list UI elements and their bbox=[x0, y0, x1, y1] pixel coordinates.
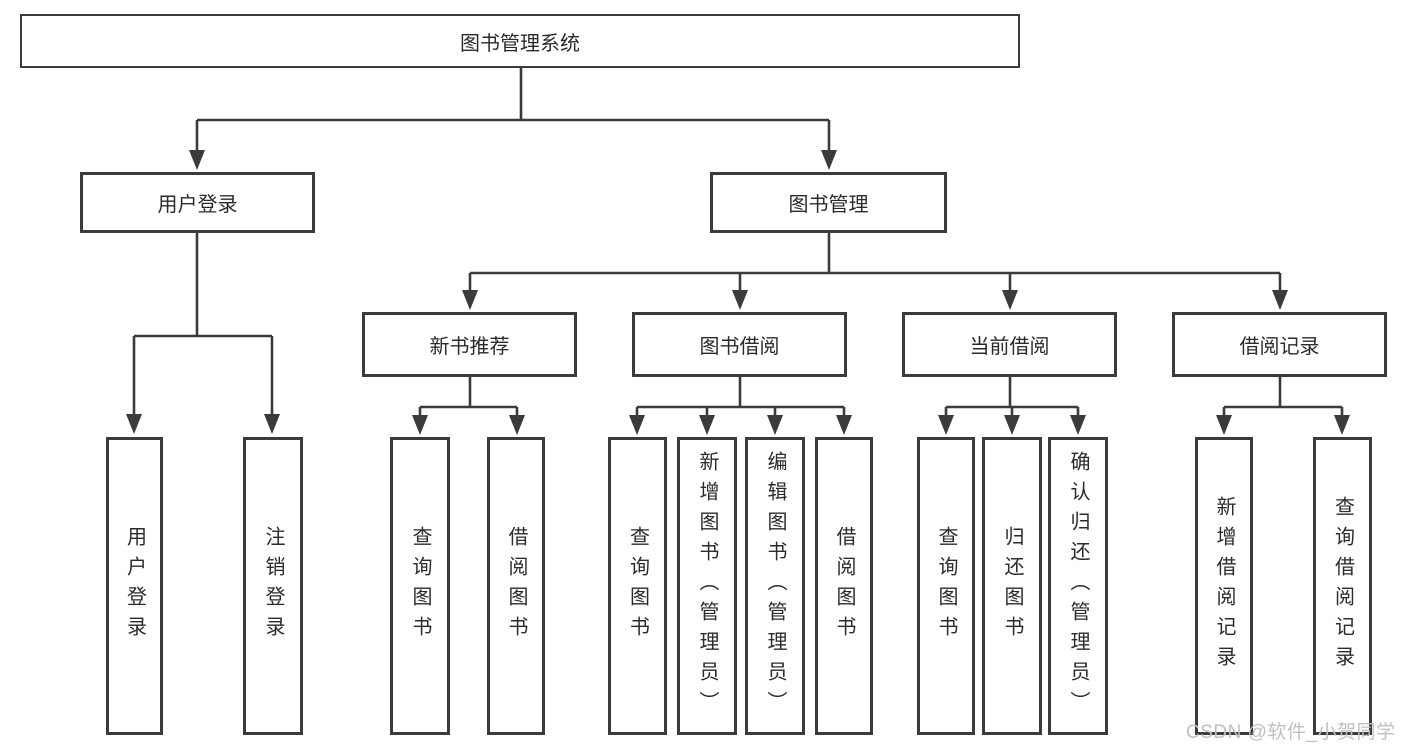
leaf-label: 借阅图书 bbox=[833, 526, 855, 646]
node-label: 当前借阅 bbox=[969, 336, 1050, 358]
node-label: 用户登录 bbox=[157, 194, 238, 216]
leaf-label: 新增借阅记录 bbox=[1213, 496, 1235, 676]
csdn-watermark: CSDN @软件_小贺同学 bbox=[1186, 722, 1396, 743]
node-new-book-recommend: 新书推荐 bbox=[362, 312, 577, 377]
node-label: 新书推荐 bbox=[429, 336, 510, 358]
node-label: 图书管理 bbox=[788, 194, 869, 216]
leaf-borrow-books-recommend: 借阅图书 bbox=[487, 437, 545, 735]
leaf-label: 新增图书（管理员） bbox=[696, 451, 718, 721]
leaf-logout: 注销登录 bbox=[243, 437, 303, 735]
leaf-query-books-borrowing: 查询图书 bbox=[608, 437, 667, 735]
leaf-label: 归还图书 bbox=[1001, 526, 1023, 646]
node-library-management-system: 图书管理系统 bbox=[20, 14, 1020, 68]
leaf-label: 查询借阅记录 bbox=[1331, 496, 1354, 676]
node-user-login-branch: 用户登录 bbox=[80, 172, 315, 233]
leaf-label: 借阅图书 bbox=[505, 526, 527, 646]
node-borrowing-records: 借阅记录 bbox=[1172, 312, 1387, 377]
leaf-return-books: 归还图书 bbox=[982, 437, 1042, 735]
leaf-label: 用户登录 bbox=[123, 526, 146, 646]
node-book-borrowing: 图书借阅 bbox=[632, 312, 847, 377]
leaf-edit-books-admin: 编辑图书（管理员） bbox=[745, 437, 805, 735]
node-current-borrowing: 当前借阅 bbox=[902, 312, 1117, 377]
leaf-borrow-books: 借阅图书 bbox=[815, 437, 873, 735]
leaf-label: 查询图书 bbox=[409, 526, 431, 646]
leaf-label: 确认归还（管理员） bbox=[1067, 451, 1089, 721]
leaf-label: 编辑图书（管理员） bbox=[764, 451, 786, 721]
leaf-add-borrow-record: 新增借阅记录 bbox=[1195, 437, 1253, 735]
node-label: 借阅记录 bbox=[1239, 336, 1320, 358]
leaf-label: 查询图书 bbox=[935, 526, 957, 646]
leaf-add-books-admin: 新增图书（管理员） bbox=[677, 437, 737, 735]
node-label: 图书借阅 bbox=[699, 336, 780, 358]
leaf-query-books-recommend: 查询图书 bbox=[390, 437, 450, 735]
leaf-query-borrow-record: 查询借阅记录 bbox=[1313, 437, 1372, 735]
leaf-user-login: 用户登录 bbox=[106, 437, 163, 735]
leaf-query-books-current: 查询图书 bbox=[917, 437, 975, 735]
node-label: 图书管理系统 bbox=[460, 32, 580, 55]
leaf-label: 注销登录 bbox=[262, 526, 284, 646]
leaf-confirm-return-admin: 确认归还（管理员） bbox=[1048, 437, 1108, 735]
leaf-label: 查询图书 bbox=[626, 526, 649, 646]
node-book-management-branch: 图书管理 bbox=[710, 172, 947, 233]
